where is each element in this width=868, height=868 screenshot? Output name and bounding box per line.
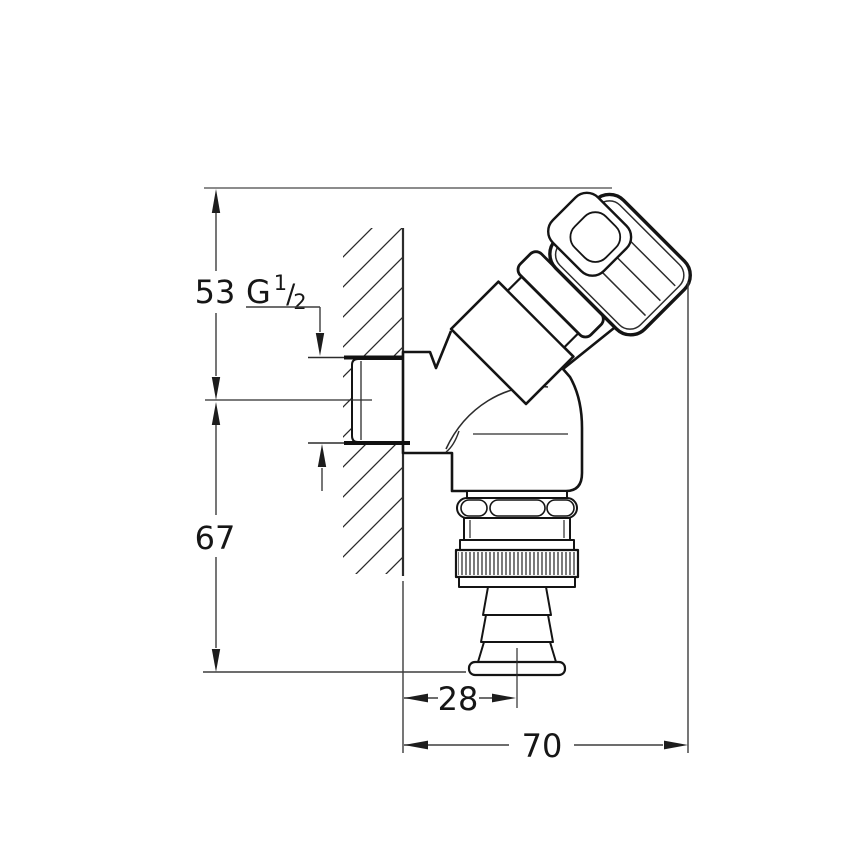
dim-53-value: 53: [195, 273, 236, 311]
thread-leader-line: [246, 306, 321, 332]
arrow-right-icon: [492, 693, 516, 703]
arrow-up-icon: [211, 189, 221, 213]
dim-67-value: 67: [195, 519, 236, 557]
olive-center-bead: [489, 499, 546, 517]
thread-face-extensions: [308, 356, 346, 444]
hose-barb-2: [480, 614, 554, 643]
arrow-up-icon: [211, 402, 221, 425]
olive-right-bead: [546, 499, 575, 517]
dimension-70: 70: [404, 282, 689, 765]
arrow-up-icon: [317, 444, 327, 467]
dim-28-value: 28: [438, 680, 479, 718]
thread-label-denominator: 2: [293, 290, 306, 314]
thread-label-numerator: 1: [274, 271, 287, 295]
dimension-53: 53: [195, 189, 236, 400]
arrow-down-icon: [211, 649, 221, 672]
dimension-67: 67: [195, 402, 466, 673]
thread-sealing-faces: [308, 355, 410, 445]
valve-body: [401, 314, 630, 493]
outlet-tube: [463, 517, 571, 541]
union-flange-bottom: [458, 576, 576, 588]
angled-head-assembly: [449, 191, 692, 406]
arrow-right-icon: [664, 740, 688, 750]
handle-grip-recess: [569, 211, 622, 263]
knurl-texture: [458, 552, 576, 575]
valve-body-outline: [401, 314, 630, 493]
arrow-left-icon: [404, 740, 428, 750]
olive-left-bead: [460, 499, 488, 517]
hose-outlet: [454, 490, 580, 708]
union-flange-top: [459, 539, 575, 551]
arrow-down-icon: [211, 377, 221, 400]
handle-grip-lines: [599, 239, 676, 317]
outlet-tube-edges: [469, 520, 565, 538]
hose-barb-1: [482, 586, 552, 616]
thread-label-main: G: [246, 273, 271, 311]
arrow-down-icon: [315, 333, 325, 356]
body-corner-curve: [445, 430, 460, 453]
thread-label-slash: /: [286, 279, 296, 310]
dimension-28: 28: [402, 581, 516, 753]
arrow-left-icon: [404, 693, 428, 703]
dim-70-value: 70: [522, 727, 563, 765]
